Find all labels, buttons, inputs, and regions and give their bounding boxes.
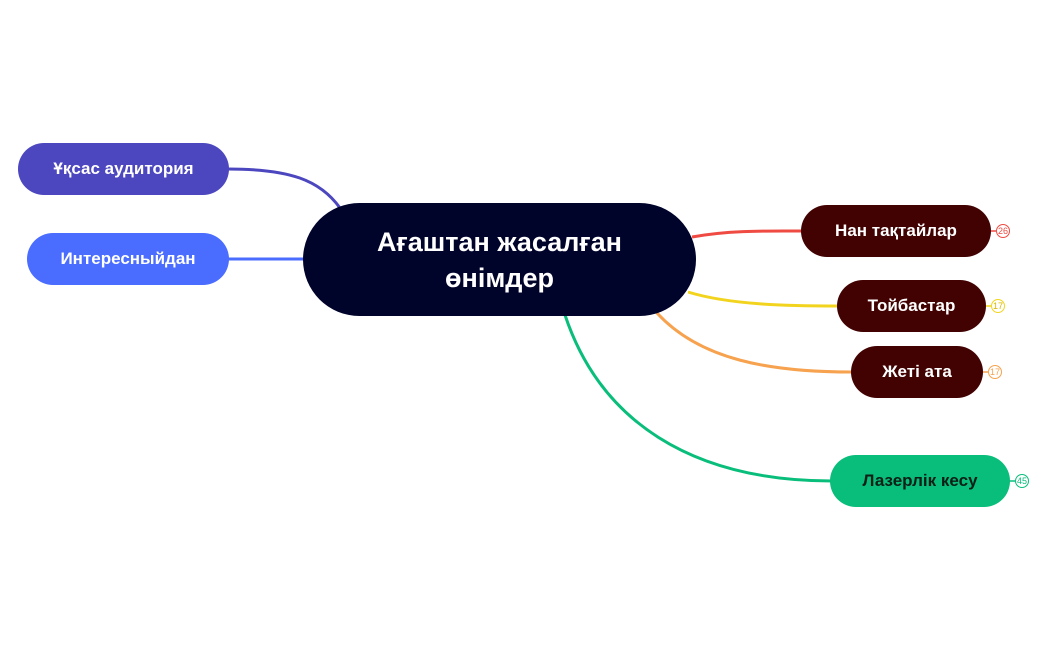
topic-label: Ұқсас аудитория (53, 159, 194, 178)
topic-uksas-auditoriya[interactable]: Ұқсас аудитория (18, 143, 229, 195)
count-badge[interactable]: 45 (1015, 474, 1029, 488)
count-badge[interactable]: 17 (991, 299, 1005, 313)
count-badge[interactable]: 26 (996, 224, 1010, 238)
topic-zheti-ata[interactable]: Жеті ата (851, 346, 983, 398)
topic-toibastar[interactable]: Тойбастар (837, 280, 986, 332)
topic-label: Тойбастар (867, 296, 956, 315)
topic-label: Интересныйдан (60, 249, 196, 268)
topic-label: Жеті ата (882, 362, 952, 381)
topic-label: Лазерлік кесу (862, 471, 978, 490)
link-lazer (563, 314, 833, 483)
link-zheti (655, 311, 853, 374)
link-toi (687, 290, 839, 308)
central-topic-label: Ағаштан жасалған өнімдер (377, 226, 622, 293)
topic-label: Нан тақтайлар (835, 221, 957, 240)
topic-lazerlik-kesu[interactable]: Лазерлік кесу (830, 455, 1010, 507)
link-uksas (227, 167, 342, 209)
topic-interesnyidan[interactable]: Интересныйдан (27, 233, 229, 285)
count-badge[interactable]: 17 (988, 365, 1002, 379)
central-topic[interactable]: Ағаштан жасалған өнімдер (303, 203, 696, 316)
topic-nan-taktailar[interactable]: Нан тақтайлар (801, 205, 991, 257)
link-nan (691, 229, 803, 239)
